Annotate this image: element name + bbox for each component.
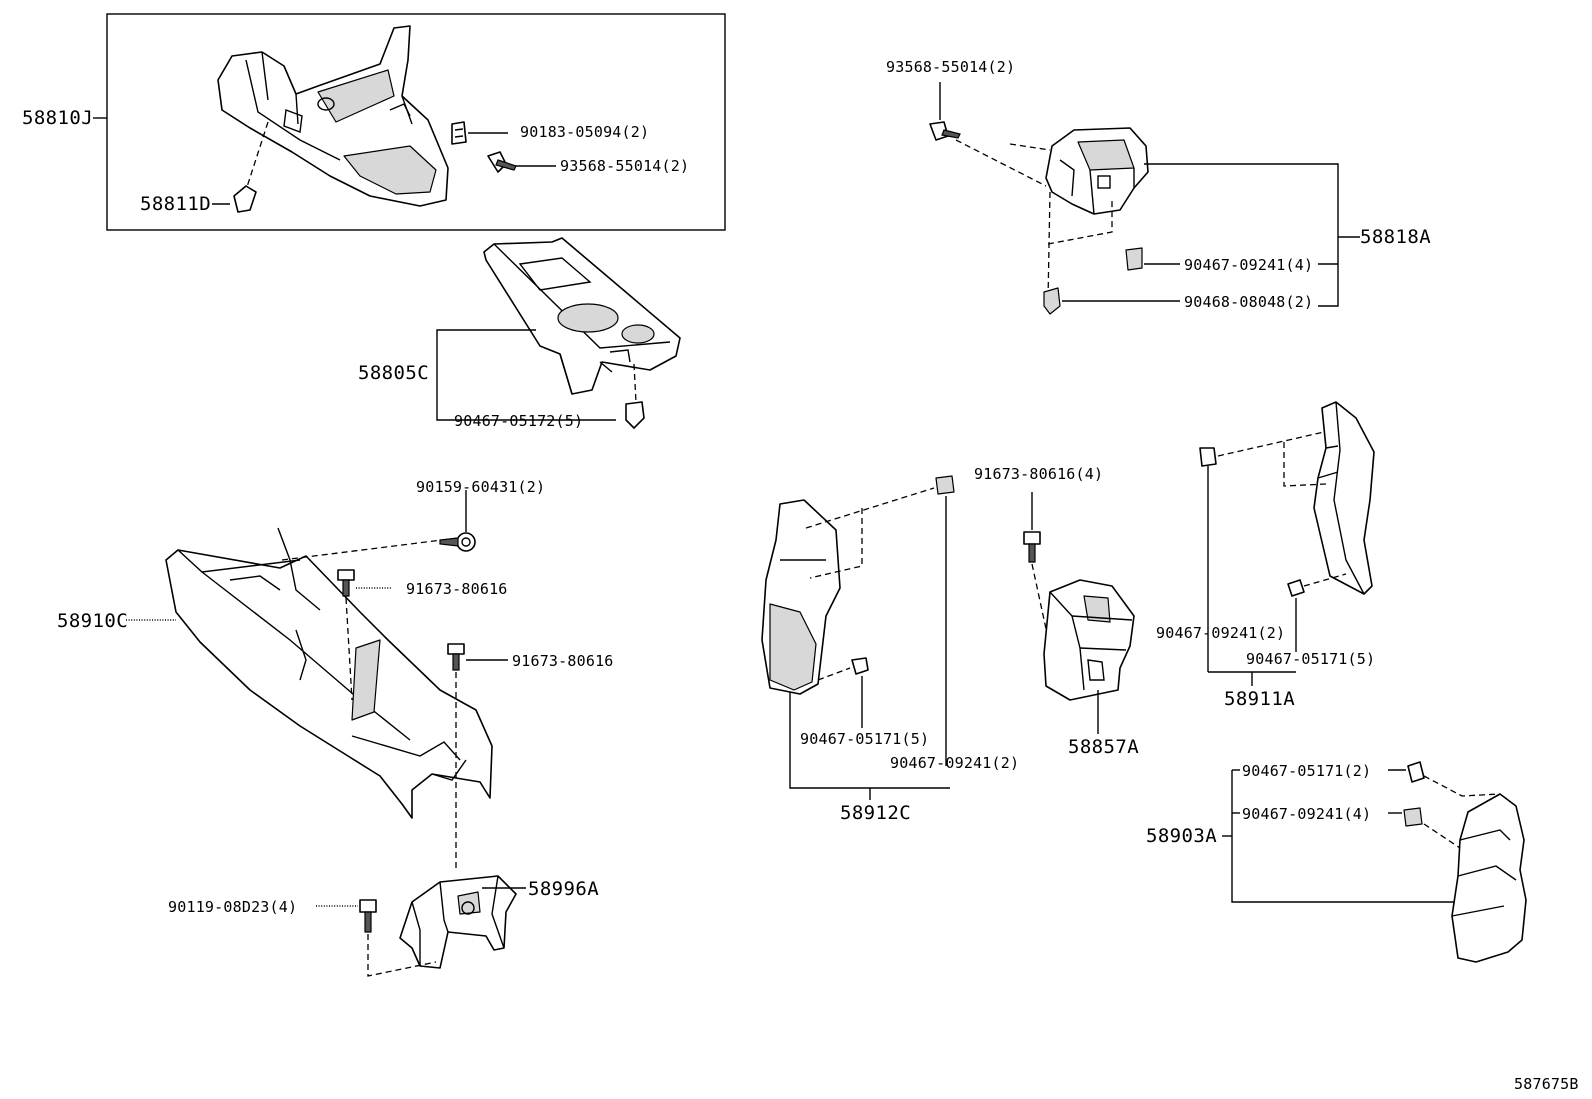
screw-90159-60431-icon xyxy=(439,532,476,552)
clip-90467-05171-c-icon xyxy=(1407,761,1425,783)
dash-58903A xyxy=(1423,775,1501,849)
label-58912C: 58912C xyxy=(840,802,912,824)
part-58911A-side-panel xyxy=(1313,401,1375,595)
screw-93568-55014-b-icon xyxy=(929,121,961,141)
label-90467-05172: 90467-05172(5) xyxy=(454,412,584,430)
dash-58811D xyxy=(245,121,269,191)
label-58857A: 58857A xyxy=(1068,736,1140,758)
label-58805C: 58805C xyxy=(358,362,430,384)
bolt-91673-80616-c-icon xyxy=(1023,531,1041,563)
dash-58911A-upper xyxy=(1217,431,1327,487)
label-90467-09241-a: 90467-09241(4) xyxy=(1184,256,1314,274)
part-58818A-shift-panel xyxy=(1045,127,1149,215)
dash-93568-55014-b xyxy=(955,139,1051,187)
bolt-90119-08D23-icon xyxy=(359,899,377,933)
bolt-91673-80616-a-icon xyxy=(337,569,355,597)
label-58910C: 58910C xyxy=(57,610,129,632)
label-58810J: 58810J xyxy=(22,107,94,129)
leader-58818A-bracket xyxy=(1144,163,1339,307)
clip-90467-09241-c-icon xyxy=(1199,447,1217,467)
part-58810J-upper-console-panel xyxy=(217,25,449,207)
dash-58911A-lower xyxy=(1303,573,1347,587)
clip-90468-08048-icon xyxy=(1043,287,1061,315)
leader-58805C-bracket xyxy=(436,329,536,372)
label-90467-05171-c: 90467-05171(2) xyxy=(1242,762,1372,780)
leader-58912C-bracket xyxy=(789,692,950,789)
clip-90467-09241-d-icon xyxy=(1403,807,1423,827)
label-58911A: 58911A xyxy=(1224,688,1296,710)
dash-90467-05172 xyxy=(633,363,637,403)
clip-90467-05171-b-icon xyxy=(1287,579,1305,597)
clip-90467-05171-a-icon xyxy=(851,657,869,675)
diagram-id: 587675B xyxy=(1514,1075,1579,1093)
dash-58912C-lower xyxy=(817,667,851,681)
part-58805C-console-box xyxy=(483,237,681,395)
clip-58811D-icon xyxy=(233,185,257,213)
leader-58903A-bracket xyxy=(1231,770,1454,903)
leader-90467-05172 xyxy=(436,372,616,421)
part-58910C-lower-console xyxy=(165,527,493,819)
screw-93568-55014-icon xyxy=(487,151,517,173)
part-58912C-side-panel xyxy=(761,499,841,695)
dash-90119-08D23 xyxy=(367,934,437,977)
label-91673-80616-a: 91673-80616 xyxy=(406,580,508,598)
clip-90467-05172-icon xyxy=(625,401,645,429)
label-58903A: 58903A xyxy=(1146,825,1218,847)
label-90467-05171-b: 90467-05171(5) xyxy=(1246,650,1376,668)
clip-90467-09241-b-icon xyxy=(935,475,955,495)
label-58811D: 58811D xyxy=(140,193,212,215)
dash-58912C-upper xyxy=(805,487,935,579)
label-93568-55014-a: 93568-55014(2) xyxy=(560,157,690,175)
label-93568-55014-b: 93568-55014(2) xyxy=(886,58,1016,76)
label-90468-08048: 90468-08048(2) xyxy=(1184,293,1314,311)
label-90159-60431: 90159-60431(2) xyxy=(416,478,546,496)
label-90183-05094: 90183-05094(2) xyxy=(520,123,650,141)
clip-90467-09241-a-icon xyxy=(1125,247,1143,271)
bolt-91673-80616-b-icon xyxy=(447,643,465,671)
label-58996A: 58996A xyxy=(528,878,600,900)
part-58903A-rear-panel xyxy=(1451,793,1527,963)
inset-frame xyxy=(106,13,726,231)
label-90119-08D23: 90119-08D23(4) xyxy=(168,898,298,916)
part-58996A-bracket xyxy=(399,875,517,969)
clip-90183-05094-icon xyxy=(451,121,467,145)
label-58818A: 58818A xyxy=(1360,226,1432,248)
label-90467-05171-a: 90467-05171(5) xyxy=(800,730,930,748)
dash-58818A xyxy=(1047,191,1113,301)
dash-91673-80616-c xyxy=(1031,563,1049,639)
label-91673-80616-b: 91673-80616 xyxy=(512,652,614,670)
dash-90159-60431 xyxy=(281,537,459,561)
label-90467-09241-d: 90467-09241(4) xyxy=(1242,805,1372,823)
label-90467-09241-b: 90467-09241(2) xyxy=(890,754,1020,772)
label-90467-09241-c: 90467-09241(2) xyxy=(1156,624,1286,642)
dash-91673-80616-a xyxy=(345,597,353,701)
label-91673-80616-c: 91673-80616(4) xyxy=(974,465,1104,483)
part-58857A-shifter-bracket xyxy=(1043,579,1135,701)
